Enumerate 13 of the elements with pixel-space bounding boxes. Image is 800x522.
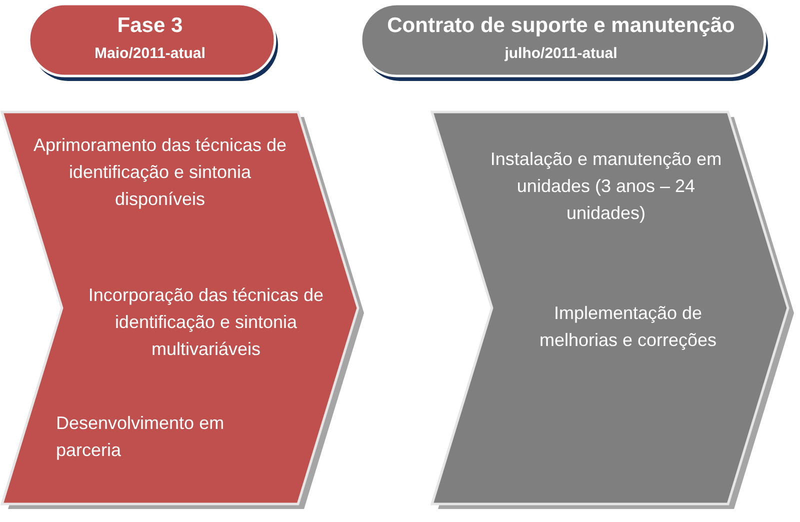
- phase-dates: julho/2011-atual: [504, 45, 618, 62]
- activity-text: Desenvolvimento em parceria: [56, 412, 226, 462]
- activity-text: Instalação e manutenção em unidades (3 anos – 24 unidades): [489, 148, 723, 225]
- phase-pill: [27, 2, 281, 84]
- chevron-arrow: [0, 110, 366, 512]
- phase-dates: Maio/2011-atual: [94, 45, 206, 62]
- phase-title: Fase 3: [116, 14, 184, 38]
- phase-title: Contrato de suporte e manutenção: [386, 14, 736, 38]
- chevron-arrow: [430, 110, 796, 512]
- activity-text: Incorporação das técnicas de identificação e sintonia multivariáveis: [87, 284, 325, 361]
- activity-text: Implementação de melhorias e correções: [538, 302, 718, 352]
- activity-text: Aprimoramento das técnicas de identificação e sintonia disponíveis: [32, 134, 288, 211]
- phase-pill: [359, 2, 771, 84]
